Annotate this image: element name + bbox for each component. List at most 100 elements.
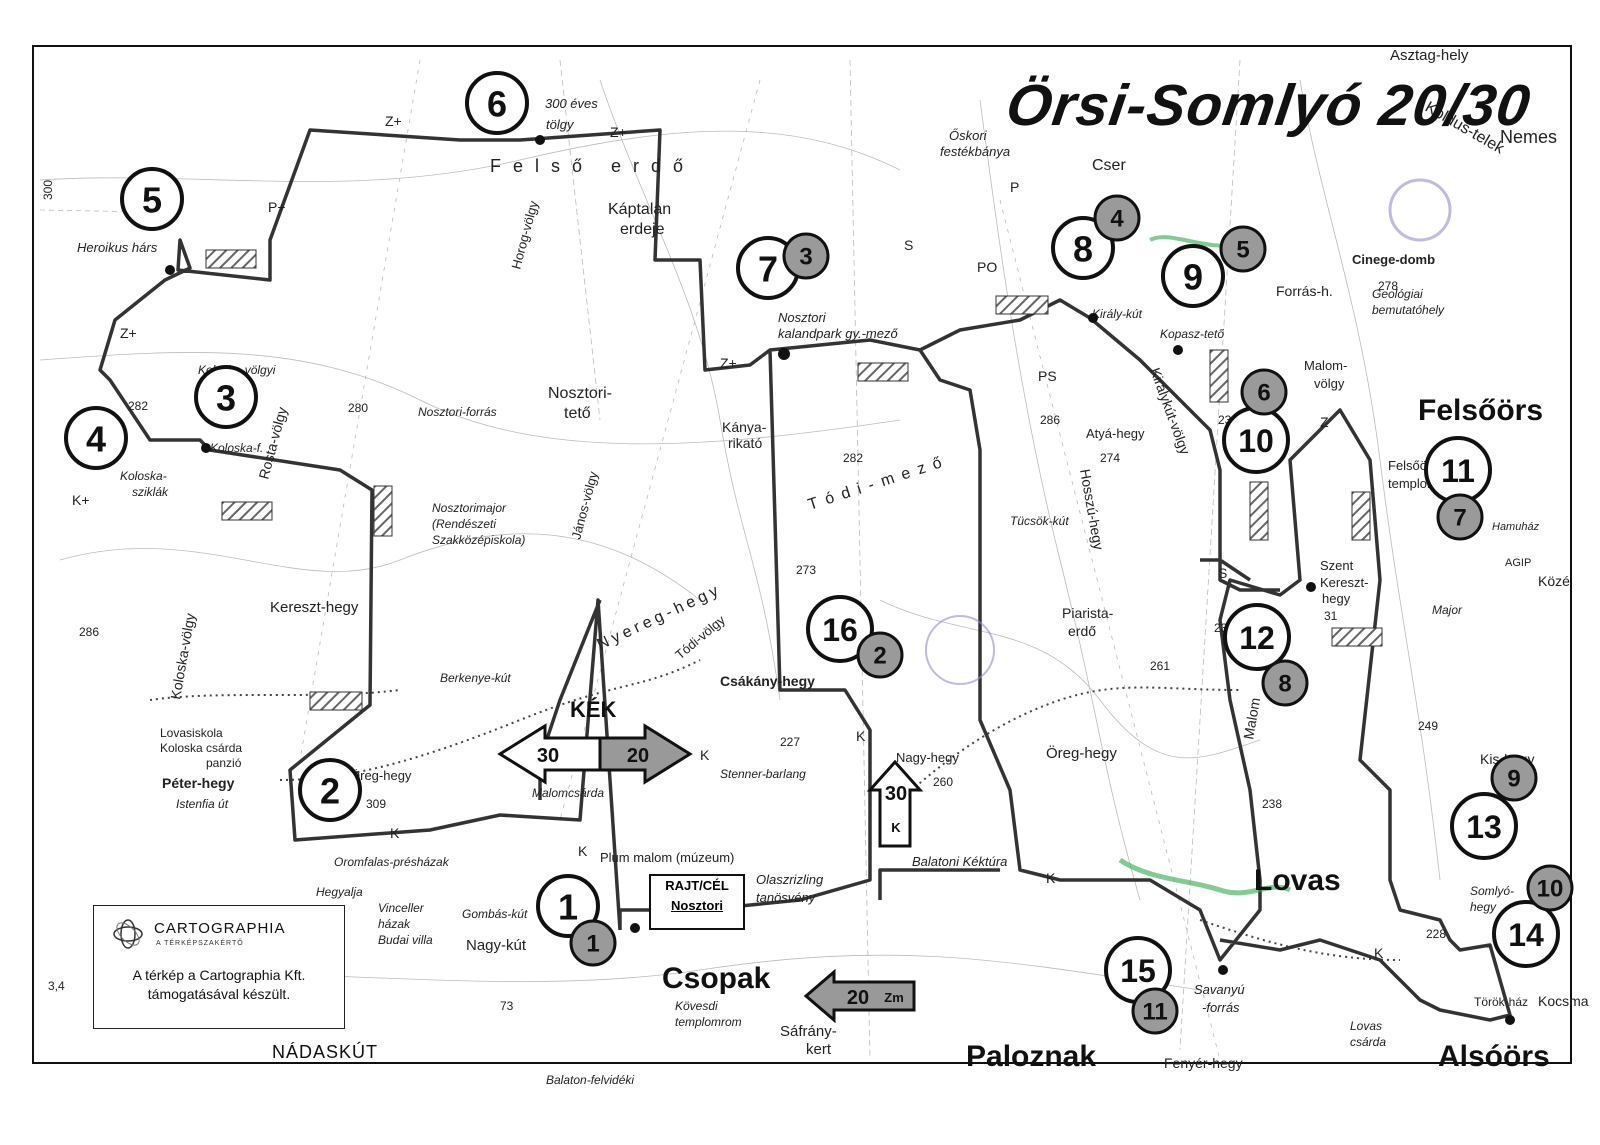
checkpoint-20-marker	[1526, 864, 1574, 912]
town-alsoors: Alsóörs	[1438, 1040, 1550, 1073]
checkpoint-20-marker	[782, 232, 830, 280]
checkpoint-20-marker	[856, 631, 904, 679]
map-frame	[32, 45, 1572, 1064]
svg-text:Z+: Z+	[610, 124, 627, 140]
place-label: Fenyér-hegy	[1164, 1055, 1243, 1071]
checkpoint-30-number: 8	[1073, 229, 1093, 270]
checkpoint-30-marker	[536, 874, 600, 938]
place-label: Öreg-hegy	[350, 768, 412, 783]
place-label: Nagy-hegy	[896, 750, 959, 765]
svg-text:Z: Z	[1320, 414, 1329, 430]
svg-text:K: K	[1374, 945, 1384, 961]
checkpoint-30-marker	[64, 406, 128, 470]
credit-line-1: A térkép a Cartographia Kft.	[132, 967, 306, 983]
checkpoint-30-number: 5	[142, 180, 162, 221]
checkpoint-30-number: 16	[822, 612, 858, 648]
checkpoint-20-marker	[1131, 987, 1179, 1035]
svg-text:K: K	[390, 825, 400, 841]
place-label: völgy	[1314, 376, 1345, 391]
place-label: csárda	[1350, 1035, 1386, 1049]
trail-points	[165, 135, 1515, 1025]
checkpoint-20-number: 8	[1278, 671, 1291, 698]
svg-text:3,4: 3,4	[48, 979, 65, 993]
svg-text:31: 31	[1324, 609, 1338, 623]
place-label: Felső erdő	[490, 156, 695, 176]
place-label: Nemes	[1500, 127, 1557, 147]
svg-text:286: 286	[1040, 413, 1060, 427]
route-line	[98, 128, 1512, 1022]
svg-text:261: 261	[1150, 659, 1170, 673]
checkpoint-20-number: 9	[1507, 766, 1520, 793]
place-label: Káptalan	[608, 201, 671, 218]
start-finish-box: RAJT/CÉL Nosztori	[649, 874, 745, 930]
place-label: bemutatóhely	[1372, 303, 1445, 317]
svg-text:S: S	[1218, 565, 1227, 581]
place-label: sziklák	[132, 485, 169, 499]
place-label: erdeje	[620, 221, 665, 238]
checkpoint-30-number: 6	[487, 84, 507, 125]
svg-text:309: 309	[366, 797, 386, 811]
place-label: Piarista-	[1062, 605, 1114, 621]
svg-text:P: P	[1010, 179, 1019, 195]
checkpoint-20-marker	[1219, 225, 1267, 273]
arrow-bottom-sub: Zm	[884, 990, 904, 1005]
town-names: Csopak Paloznak Lovas Alsóörs Felsőörs N…	[272, 394, 1550, 1073]
place-label: Geológiai	[1372, 287, 1423, 301]
arrow-left-value: 30	[537, 745, 559, 767]
svg-text:274: 274	[1100, 451, 1120, 465]
svg-text:228: 228	[1426, 927, 1446, 941]
checkpoint-20-marker	[1490, 754, 1538, 802]
svg-text:P+: P+	[268, 199, 286, 215]
credit-line-2: támogatásával készült.	[147, 986, 291, 1002]
topo-lines	[39, 59, 1441, 1061]
svg-text:PO: PO	[977, 259, 997, 275]
place-label: Nosztori	[778, 310, 827, 325]
svg-text:249: 249	[1418, 719, 1438, 733]
place-label: tető	[564, 405, 591, 422]
place-label: Olaszrizling	[756, 872, 824, 887]
cartographia-credit-box: CARTOGRAPHIA A TÉRKÉPSZAKÉRTŐ A térkép a…	[93, 905, 345, 1029]
checkpoint-20-marker	[1436, 493, 1484, 541]
svg-text:300: 300	[41, 180, 55, 200]
place-label: Hegyalja	[316, 885, 363, 899]
place-label: Szent	[1320, 558, 1354, 573]
svg-text:Z+: Z+	[120, 325, 137, 341]
svg-text:260: 260	[933, 775, 953, 789]
checkpoint-30-marker	[1051, 216, 1115, 280]
place-label: Kánya-	[722, 419, 767, 435]
place-label: Malom-	[1304, 358, 1347, 373]
cartographia-logo-icon	[113, 919, 143, 949]
place-label: Koloska-f.	[210, 441, 263, 455]
trail-markers: Z+ Z+ Z+ Z+ P+ K+ S P Z K PO PS S K K K …	[72, 113, 1384, 961]
kek-arrow-group: KÉK 30 20 30 K 20 Zm	[497, 697, 924, 1024]
place-label: Szakközépiskola)	[432, 533, 525, 547]
place-label: házak	[378, 917, 411, 931]
arrow-up-sub: K	[891, 820, 901, 835]
place-label: Stenner-barlang	[720, 767, 806, 781]
place-label: Berkenye-kút	[440, 671, 511, 685]
place-label: Somlyó-	[1470, 884, 1514, 898]
svg-text:282: 282	[843, 451, 863, 465]
start-finish-label: RAJT/CÉL	[665, 878, 729, 893]
checkpoint-30-marker	[194, 365, 258, 429]
checkpoint-20-number: 1	[586, 931, 599, 958]
place-label: panzió	[206, 756, 242, 770]
place-label: Plum malom (múzeum)	[600, 850, 734, 865]
place-label: hegy	[1470, 900, 1497, 914]
arrow-right-20	[598, 723, 693, 785]
place-label: Nagy-kút	[466, 937, 527, 954]
svg-text:S: S	[904, 237, 913, 253]
svg-text:K: K	[700, 747, 710, 763]
place-label: Sáfrány-	[780, 1023, 837, 1040]
place-label: Öreg-hegy	[1046, 744, 1117, 762]
place-label: kert	[806, 1041, 832, 1058]
place-label: Kereszt-	[1320, 575, 1368, 590]
checkpoint-30-number: 9	[1183, 257, 1203, 298]
svg-text:278: 278	[1378, 279, 1398, 293]
place-label: templom	[1388, 476, 1438, 491]
place-label: festékbánya	[940, 144, 1010, 159]
svg-text:K: K	[856, 728, 866, 744]
cartographia-brand: CARTOGRAPHIA	[154, 920, 286, 937]
svg-text:286: 286	[79, 625, 99, 639]
